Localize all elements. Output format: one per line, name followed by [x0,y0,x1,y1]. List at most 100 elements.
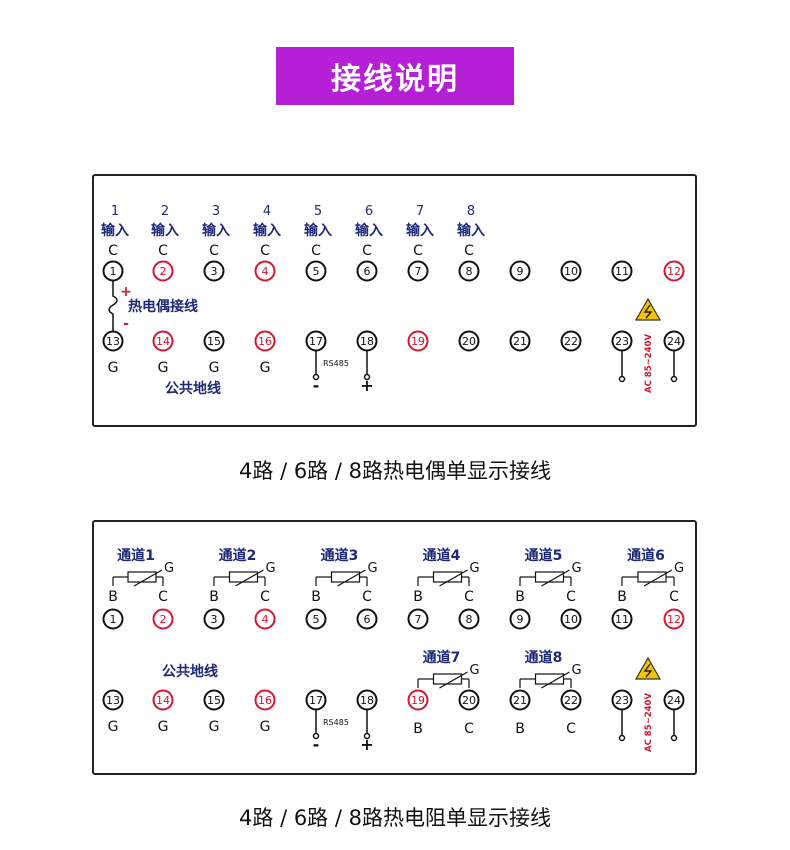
input-c-label: C [209,243,219,259]
polarity-minus: - [123,316,129,332]
terminal-number: 15 [207,694,221,707]
terminal-number: 5 [313,613,320,626]
rs485-label: RS485 [323,718,349,727]
terminal-number: 5 [313,265,320,278]
terminal-number: 3 [211,613,218,626]
terminal-number: 17 [309,694,323,707]
rtd-arrow [439,569,468,587]
b-label: B [311,589,321,605]
wire-end [312,373,320,381]
rtd-arrow [133,569,163,587]
input-label: 输入 [406,222,434,239]
c-label: C [566,589,576,605]
terminal [152,608,174,630]
terminal-number: 11 [615,265,629,278]
terminal [152,260,174,282]
terminal-number: 1 [110,613,117,626]
terminal-number: 14 [156,335,170,348]
wire-end [363,373,371,381]
terminal [458,260,480,282]
terminal [407,689,429,711]
c-label: C [566,721,576,737]
thermocouple-wire [108,281,118,331]
rtd-arrow [541,671,570,689]
terminal [509,608,531,630]
terminal [152,330,174,352]
terminal [203,608,225,630]
terminal-number: 19 [411,694,425,707]
rtd-caption: 4路 / 6路 / 8路热电阻单显示接线 [239,806,551,830]
resistor-symbol [330,571,361,583]
channel-title: 通道2 [219,547,257,564]
terminal [663,260,685,282]
resistor-symbol [228,571,259,583]
terminal-number: 4 [262,265,269,278]
terminal-number: 2 [160,265,167,278]
terminal-number: 20 [462,335,476,348]
channel-number: 4 [263,204,271,219]
input-label: 输入 [304,222,332,239]
c-label: C [669,589,679,605]
terminal [560,260,582,282]
ground-g-label: G [209,360,220,376]
channel-number: 3 [212,204,220,219]
terminal-number: 20 [462,694,476,707]
wire-end [363,732,371,740]
rtd-arrow [439,671,468,689]
terminal [663,608,685,630]
terminal [458,330,480,352]
terminal-number: 17 [309,335,323,348]
wire-end [618,375,626,383]
power-voltage-label: AC 85~240V [644,693,654,752]
terminal-number: 12 [667,265,681,278]
common-ground-label: 公共地线 [162,663,218,680]
high-voltage-warning-icon [634,297,662,321]
wire-end [618,734,626,742]
c-label: C [260,589,270,605]
terminal [560,689,582,711]
g-label: G [470,561,480,576]
thermocouple-wiring-label: 热电偶接线 [128,298,198,315]
g-label: G [164,561,174,576]
input-c-label: C [158,243,168,259]
channel-number: 1 [111,204,119,219]
input-label: 输入 [457,222,485,239]
rs485-plus-sign: + [360,735,373,754]
terminal-number: 12 [667,613,681,626]
power-voltage-label: AC 85~240V [644,334,654,393]
terminal-number: 10 [564,265,578,278]
rtd-arrow [337,569,366,587]
terminal [560,330,582,352]
b-label: B [209,589,219,605]
g-label: G [674,561,684,576]
thermocouple-caption: 4路 / 6路 / 8路热电偶单显示接线 [239,459,551,483]
terminal [254,608,276,630]
terminal [407,330,429,352]
b-label: B [617,589,627,605]
g-label: G [572,561,582,576]
input-label: 输入 [151,222,179,239]
channel-title: 通道5 [525,547,563,564]
resistor-symbol [432,571,463,583]
channel-number: 5 [314,204,322,219]
terminal-number: 16 [258,335,272,348]
terminal-number: 13 [106,694,120,707]
terminal-number: 7 [415,613,422,626]
terminal [356,608,378,630]
terminal-number: 22 [564,335,578,348]
b-label: B [515,721,525,737]
input-c-label: C [311,243,321,259]
ground-g-label: G [209,719,220,735]
terminal-number: 1 [110,265,117,278]
rs485-minus-sign: - [313,735,320,754]
terminal [203,330,225,352]
rtd-arrow [235,569,264,587]
terminal [509,260,531,282]
terminal [560,608,582,630]
common-ground-label: 公共地线 [165,380,221,397]
page-title: 接线说明 [276,47,514,105]
ground-g-label: G [108,719,119,735]
b-label: B [413,721,423,737]
input-label: 输入 [202,222,230,239]
rtd-wiring-panel [92,520,697,775]
